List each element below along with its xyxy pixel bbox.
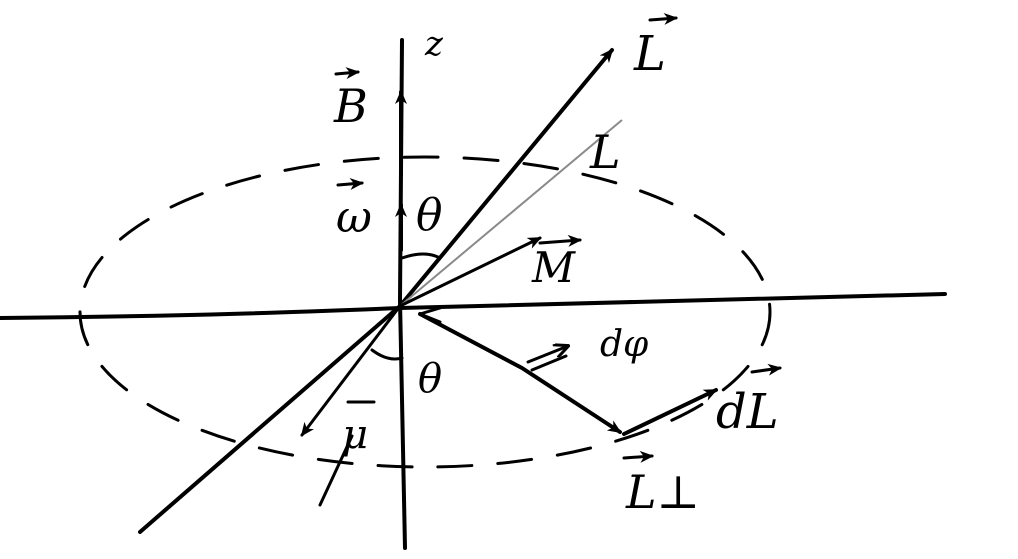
dl-vector-label: dL (716, 384, 779, 440)
mu-vector-arrow (300, 304, 402, 437)
omega-vector-label: ω (336, 192, 372, 243)
dl-overarrow (750, 363, 782, 376)
b-overarrow (334, 67, 360, 80)
mu-tail-line (318, 434, 354, 507)
l-projection-label: L (589, 125, 621, 179)
theta-lower-arc (370, 348, 404, 361)
l-axis-extension (138, 304, 402, 534)
d-phi-label: dφ (600, 324, 649, 365)
l-vector-label: L (633, 26, 666, 82)
d-phi-arrow-second-line (530, 354, 568, 372)
omega-overarrow (336, 178, 364, 190)
l-perp-vector-arrow (418, 312, 622, 434)
l-perp-overarrow (622, 450, 654, 463)
theta-upper-arc (400, 252, 442, 260)
l-perp-origin-arrowhead (418, 306, 442, 324)
m-vector-arrow (398, 236, 542, 308)
theta-upper-label: θ (416, 190, 443, 241)
precession-ellipse (78, 155, 772, 469)
z-axis-label: z (424, 24, 444, 64)
m-overarrow (538, 234, 582, 247)
l-vector-arrow (398, 48, 614, 308)
horizontal-axis (0, 292, 947, 320)
d-phi-arrow (526, 346, 568, 364)
l-projection-line (399, 119, 623, 307)
theta-lower-label: θ (418, 356, 442, 402)
l-perp-label: L⊥ (625, 465, 700, 519)
b-vector-label: B (333, 79, 368, 133)
mu-vector-label: μ (342, 412, 368, 458)
vector-marks (334, 12, 782, 463)
dl-vector-arrow (622, 388, 718, 436)
m-vector-label: M (531, 243, 576, 292)
l-overarrow (648, 12, 678, 25)
